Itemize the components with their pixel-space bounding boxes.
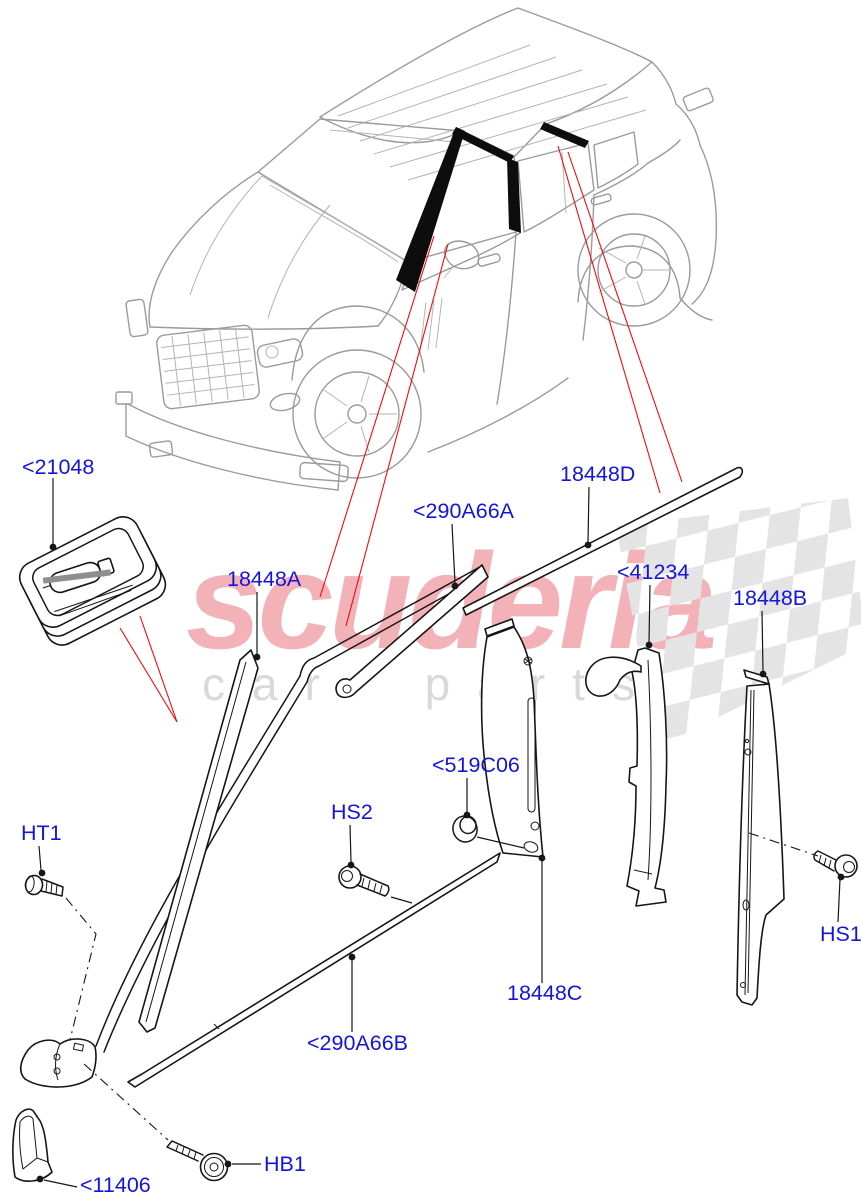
car-headlamp-right [256,338,304,368]
car-a-pillar-trim-highlight [396,127,465,292]
car-hood-left [148,171,259,328]
car-roof [319,7,653,158]
part-519c06-grommet [452,815,525,849]
part-hs1-screw [813,850,858,878]
part-11406-bracket [12,1108,53,1182]
callout-leaders [36,478,845,1188]
part-label-hb1[interactable]: HB1 [264,1152,306,1176]
car-taillight [682,87,714,112]
part-pillar-foot [19,1038,97,1088]
car-window-top-trim-highlight [452,127,514,163]
part-label-18448b[interactable]: 18448B [733,586,807,610]
car-mirror [443,240,480,279]
part-290a66a-strip [335,564,489,699]
car-rear-arch [577,245,681,303]
watermark: scuderia car parts [186,498,861,748]
part-ht1-bolt [24,874,64,897]
car-front-wheel [292,349,422,479]
car-front-door-seam [496,231,517,405]
part-label-290a66a[interactable]: <290A66A [413,499,515,523]
checkered-flag-graphic [616,498,861,748]
car-door-handle-front [477,253,501,267]
car-b-pillar-trim-highlight [507,158,521,233]
part-label-ht1[interactable]: HT1 [21,821,62,845]
part-18448a-strip [138,649,259,1033]
car-bumper [127,403,341,463]
part-label-519c06[interactable]: <519C06 [432,753,520,777]
car-badge [269,392,301,412]
part-hb1-bolt [166,1140,229,1182]
car-door-handle-rear [590,193,612,206]
part-label-hs1[interactable]: HS1 [820,922,861,946]
part-label-18448a[interactable]: 18448A [227,567,302,591]
watermark-tagline-text: car parts [202,658,662,710]
car-roof-ribs [337,44,647,181]
part-21048-kit-box [18,516,167,646]
part-41234-bracket [585,647,668,907]
car-front-arch [291,305,425,381]
car-headlamp-left [125,298,149,338]
part-label-290a66b[interactable]: <290A66B [307,1031,408,1055]
car-rear-pillar [651,61,677,105]
car-quarter-window [593,131,639,189]
vehicle-illustration [115,7,718,491]
part-hs2-screw [338,865,413,904]
red-highlight-lines [119,145,683,723]
car-rear-wheel [577,213,691,327]
part-label-11406[interactable]: <11406 [80,1173,151,1197]
part-label-18448c[interactable]: 18448C [507,981,582,1005]
part-label-18448d[interactable]: 18448D [560,462,635,486]
part-18448c-pillar [480,618,544,858]
car-rear-door-seam [582,195,595,341]
assembly-dash-lines [65,832,819,1141]
part-18448d-strip [462,466,743,616]
part-label-21048[interactable]: <21048 [22,455,94,479]
part-290a66b-strip [127,852,501,1088]
car-rear-door-window [517,142,595,233]
part-label-41234[interactable]: <41234 [617,560,689,584]
part-18448b-pillar [736,669,785,1006]
car-grille [156,324,260,410]
callout-labels: <21048 18448A <290A66A 18448D <41234 184… [21,455,861,1197]
part-label-hs2[interactable]: HS2 [331,800,373,824]
car-roof-rail-trim-highlight [540,122,589,148]
